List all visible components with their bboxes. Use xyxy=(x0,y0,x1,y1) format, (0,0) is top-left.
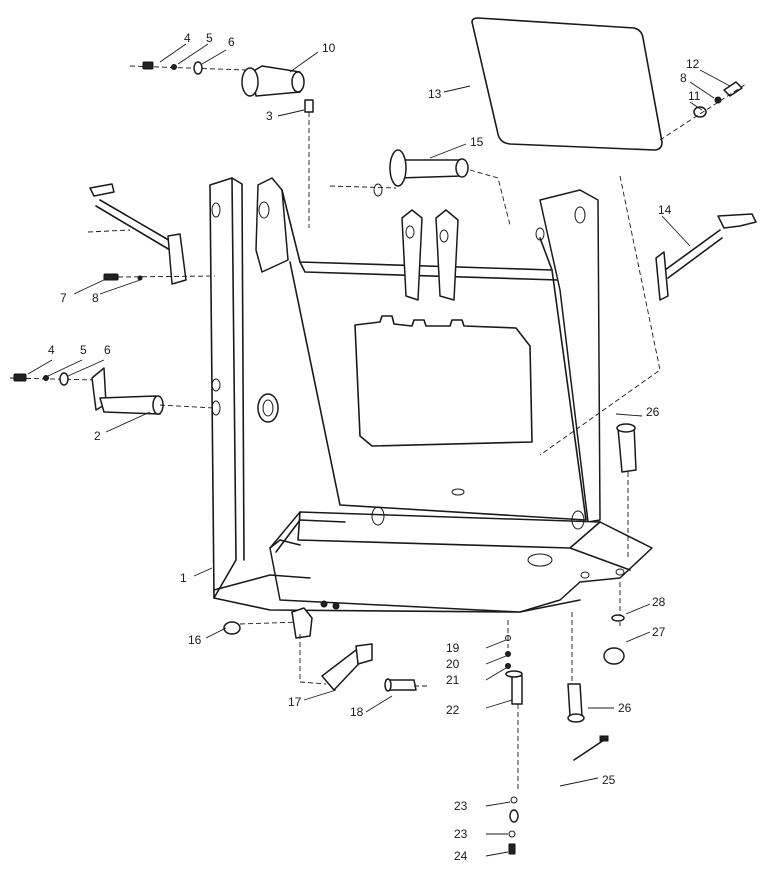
callout-label: 28 xyxy=(652,595,666,609)
callout-label: 10 xyxy=(322,41,336,55)
callout-label: 26 xyxy=(646,405,660,419)
callout-label: 25 xyxy=(602,773,616,787)
pin-10 xyxy=(241,65,305,97)
callout-label: 12 xyxy=(686,57,700,71)
callout-label: 7 xyxy=(60,291,67,305)
callout-label: 23 xyxy=(454,799,468,813)
pin-15 xyxy=(329,149,511,226)
callout-label: 21 xyxy=(446,673,460,687)
handle-14 xyxy=(655,213,757,301)
callout-label: 23 xyxy=(454,827,468,841)
callout-label: 11 xyxy=(688,89,701,103)
leader-lines xyxy=(27,43,731,857)
pin-2 xyxy=(9,367,215,415)
handle-left-upper xyxy=(87,183,187,285)
callout-label: 20 xyxy=(446,657,460,671)
callout-label: 19 xyxy=(446,641,460,655)
callout-label: 14 xyxy=(658,203,672,217)
callout-label: 8 xyxy=(92,291,99,305)
cover-plate-13 xyxy=(471,17,663,456)
callout-label: 5 xyxy=(80,343,87,357)
callout-label: 27 xyxy=(652,625,666,639)
callout-label: 22 xyxy=(446,703,460,717)
callout-label: 17 xyxy=(288,695,302,709)
callout-label: 8 xyxy=(680,71,687,85)
callout-label: 6 xyxy=(228,35,235,49)
bolt-26-upper xyxy=(603,423,637,665)
latch-16-17-18 xyxy=(223,600,430,692)
hardware-11-8-12 xyxy=(659,81,747,141)
callout-label: 4 xyxy=(48,343,55,357)
bolt-7-8 xyxy=(103,273,216,281)
callout-label: 26 xyxy=(618,701,632,715)
callout-label: 1 xyxy=(180,571,187,585)
callout-label: 24 xyxy=(454,849,468,863)
pin-25-23-24 xyxy=(508,735,609,855)
hardware-stack-19-22 xyxy=(505,620,523,790)
callout-label: 13 xyxy=(428,87,442,101)
callout-label: 15 xyxy=(470,135,484,149)
callout-label: 6 xyxy=(104,343,111,357)
main-frame xyxy=(209,177,653,613)
callout-label: 2 xyxy=(94,429,101,443)
callout-label: 18 xyxy=(350,705,364,719)
callout-label: 16 xyxy=(188,633,202,647)
callout-label: 4 xyxy=(184,31,191,45)
grease-fitting-3 xyxy=(304,99,314,228)
callout-label: 5 xyxy=(206,31,213,45)
callout-label: 3 xyxy=(266,109,273,123)
callout-labels: 1 2 3 4 5 6 4 5 6 7 8 8 10 11 12 13 14 1… xyxy=(48,31,701,863)
bolt-26-lower xyxy=(567,612,585,723)
hardware-4-5-6-top xyxy=(129,61,247,75)
